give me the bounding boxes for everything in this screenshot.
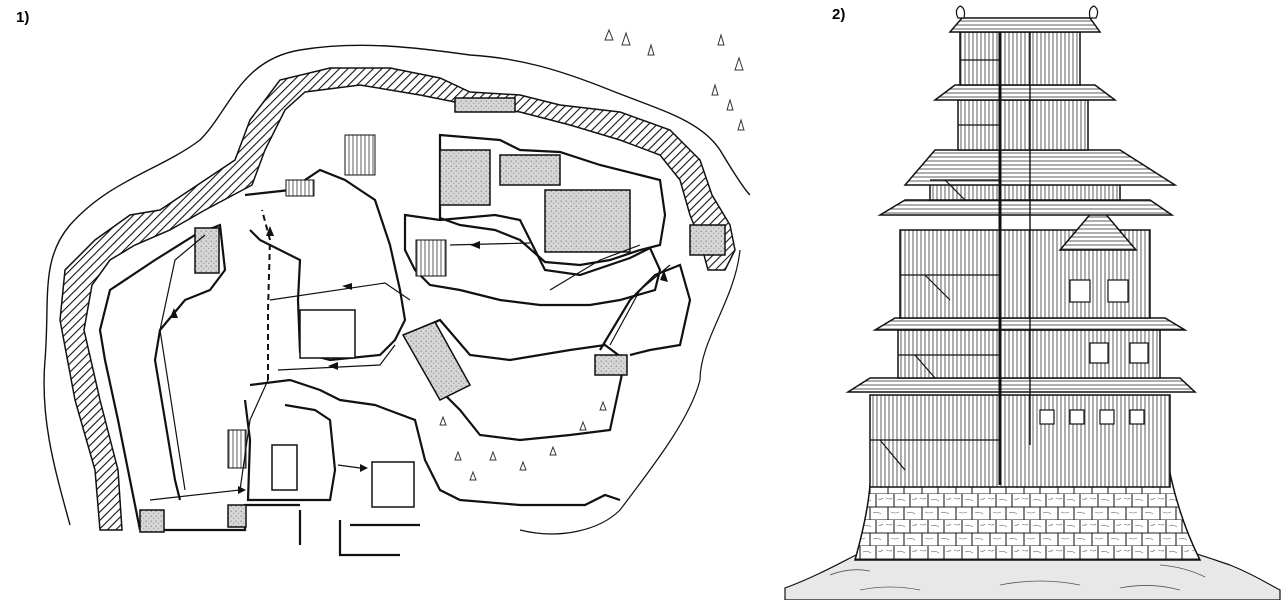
window — [1129, 409, 1145, 425]
turret-east — [594, 354, 628, 376]
palace-hall — [499, 154, 561, 186]
route-arrow-5 — [342, 283, 352, 290]
gate-court — [243, 399, 337, 502]
roof-1 — [845, 377, 1197, 393]
main-keep — [544, 189, 631, 253]
floor-1-body — [869, 394, 1171, 488]
shachihoko-right — [1088, 5, 1099, 19]
outer-wall — [59, 67, 736, 531]
route-line-6 — [549, 244, 641, 291]
stair-1 — [285, 179, 315, 197]
castle-plan-diagram — [43, 28, 751, 557]
enclosure-central — [244, 168, 407, 362]
route-arrow-8 — [660, 270, 668, 282]
turret-south-west — [139, 509, 165, 533]
panel-label-2: 2) — [832, 6, 846, 23]
courtyard-block-3 — [371, 461, 415, 508]
roof-5 — [932, 84, 1118, 101]
east-path — [599, 263, 692, 357]
south-bailey — [249, 378, 621, 507]
route-line-9 — [337, 464, 361, 469]
shachihoko-left — [955, 5, 966, 19]
turret-north-east — [689, 224, 726, 256]
terrain-contour — [43, 44, 751, 526]
gate-tower-north — [454, 97, 516, 113]
south-entry — [298, 510, 420, 557]
route-arrow-2 — [170, 308, 178, 318]
window — [1099, 409, 1115, 425]
window — [1129, 342, 1149, 364]
roof-4 — [903, 149, 1178, 186]
window — [1107, 279, 1129, 303]
route-arrow-1 — [238, 486, 246, 494]
enclosure-west — [98, 223, 227, 531]
window — [1069, 279, 1091, 303]
route-line-8 — [609, 264, 671, 346]
window — [1089, 342, 1109, 364]
interior-stair — [879, 179, 966, 471]
keep-compound — [438, 133, 667, 267]
top-roof — [948, 17, 1102, 33]
route-line-2 — [159, 234, 206, 491]
route-arrow-3 — [266, 226, 274, 236]
route-arrow-6 — [470, 241, 480, 249]
tree-mark — [604, 28, 745, 131]
panel-label-1: 1) — [16, 9, 30, 26]
castle-section-diagram — [784, 5, 1281, 600]
tree-mark-south — [439, 400, 607, 481]
roof-3 — [877, 199, 1175, 216]
courtyard-block-2 — [271, 444, 298, 491]
palace-wing — [439, 149, 491, 206]
terrain-contour-lower — [519, 249, 741, 535]
south-east-bailey — [403, 318, 627, 442]
stair-4 — [344, 134, 376, 176]
interior-floor-lines — [870, 59, 1000, 441]
route-arrow-7 — [360, 464, 368, 472]
courtyard-block-1 — [299, 309, 356, 359]
route-line-3 — [261, 209, 272, 380]
long-storehouse — [401, 321, 472, 401]
gable-dormer — [1058, 203, 1138, 251]
route-line-1 — [149, 379, 269, 501]
window — [1039, 409, 1055, 425]
route-line-5 — [269, 282, 411, 301]
stair-2 — [227, 429, 247, 469]
top-floor-body — [959, 31, 1081, 86]
floor-2-body — [897, 329, 1161, 379]
inner-court — [403, 213, 662, 307]
route-arrow-4 — [328, 362, 338, 370]
turret-west — [194, 227, 220, 274]
route-line-7 — [449, 242, 531, 246]
window — [1069, 409, 1085, 425]
turret-south — [227, 504, 247, 528]
route-line-4 — [277, 344, 396, 371]
stair-3 — [415, 239, 447, 277]
